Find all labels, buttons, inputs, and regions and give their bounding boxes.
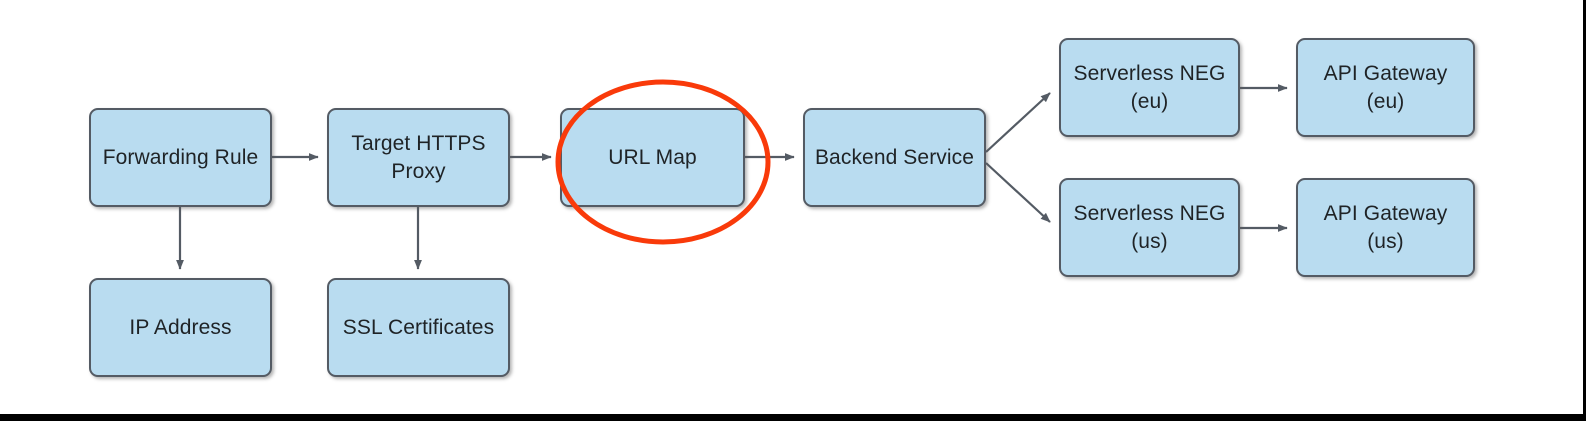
node-label-target-https-proxy: Target HTTPS Proxy xyxy=(351,131,486,183)
node-label-backend-service: Backend Service xyxy=(814,145,975,169)
node-serverless-neg-us[interactable]: Serverless NEG (us) xyxy=(1059,178,1240,277)
node-ssl-certificates[interactable]: SSL Certificates xyxy=(327,278,510,377)
right-edge-border xyxy=(1583,0,1586,421)
bottom-edge-border xyxy=(0,414,1586,421)
node-url-map[interactable]: URL Map xyxy=(560,108,745,207)
node-api-gateway-us[interactable]: API Gateway (us) xyxy=(1296,178,1475,277)
node-label-serverless-neg-us: Serverless NEG (us) xyxy=(1073,201,1226,253)
node-target-https-proxy[interactable]: Target HTTPS Proxy xyxy=(327,108,510,207)
node-ip-address[interactable]: IP Address xyxy=(89,278,272,377)
node-serverless-neg-eu[interactable]: Serverless NEG (eu) xyxy=(1059,38,1240,137)
edge-backend-service-to-serverless-neg-us xyxy=(985,162,1051,223)
node-label-api-gateway-eu: API Gateway (eu) xyxy=(1323,61,1448,113)
node-label-ssl-certificates: SSL Certificates xyxy=(342,315,495,339)
edge-backend-service-to-serverless-neg-eu xyxy=(985,92,1051,153)
node-forwarding-rule[interactable]: Forwarding Rule xyxy=(89,108,272,207)
node-api-gateway-eu[interactable]: API Gateway (eu) xyxy=(1296,38,1475,137)
node-label-api-gateway-us: API Gateway (us) xyxy=(1323,201,1448,253)
node-label-forwarding-rule: Forwarding Rule xyxy=(102,145,259,169)
node-label-serverless-neg-eu: Serverless NEG (eu) xyxy=(1073,61,1226,113)
node-label-ip-address: IP Address xyxy=(129,315,232,339)
node-label-url-map: URL Map xyxy=(608,145,697,169)
node-backend-service[interactable]: Backend Service xyxy=(803,108,986,207)
